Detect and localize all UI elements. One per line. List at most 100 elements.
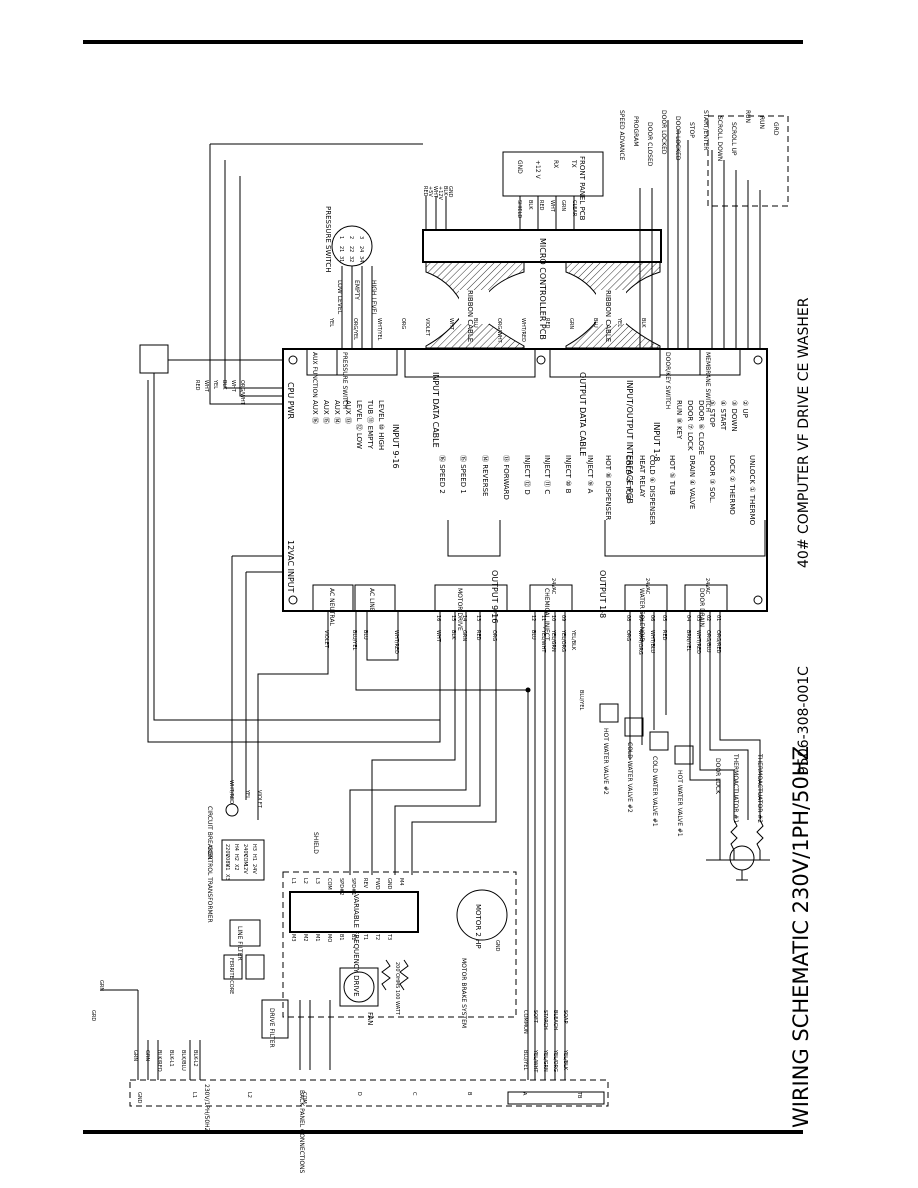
front-panel-pcb xyxy=(502,151,604,197)
misc-wire-label: YEL xyxy=(244,789,250,799)
transformer-terminal: X2 xyxy=(233,864,239,871)
cpu-wire-label: YEL xyxy=(212,379,218,389)
ground-label: GRN xyxy=(98,980,104,991)
chem-common-label: BLEACH xyxy=(552,1010,558,1030)
vfd-terminal: T1 xyxy=(362,933,368,940)
cpu-wire-label: RED xyxy=(194,380,200,391)
input-wire-label: WHT xyxy=(448,318,454,331)
ribbon-cable-label-output: RIBBON CABLE xyxy=(604,290,612,342)
input-wire-label: YEL xyxy=(328,317,334,327)
pcb-mount-hole xyxy=(753,595,763,605)
circuit-breaker-label: CIRCUIT BREAKER xyxy=(206,806,213,860)
pressure-terminal: 22 xyxy=(348,246,354,252)
junction-dot xyxy=(525,687,531,693)
pressure-terminal: 32 xyxy=(348,256,354,262)
micro-controller-pcb xyxy=(422,229,662,263)
pcb-mount-hole xyxy=(753,355,763,365)
input-wire-label: GRN xyxy=(568,318,574,329)
output-wire-label: ORG xyxy=(625,630,631,641)
vfd-terminal: T3 xyxy=(386,933,392,940)
vfd-terminal: M4 xyxy=(398,878,404,886)
input-point: ④ START xyxy=(719,400,727,431)
input-wire-label: ORG/WHT xyxy=(496,318,502,344)
transformer-terminal: X1 xyxy=(224,864,230,871)
aux-relay xyxy=(139,344,169,374)
12vac-input-wires xyxy=(231,555,283,800)
hot-water-valve-2 xyxy=(599,703,619,723)
voltage-label: 24VAC xyxy=(550,578,556,595)
output-wire-label: WHT/RED xyxy=(393,630,399,654)
input-wire-label: BLU xyxy=(592,318,598,328)
cpu-power-wire xyxy=(209,143,423,405)
front-panel-leads xyxy=(519,196,575,230)
pressure-switch-connector xyxy=(336,348,398,376)
vfd-terminal: REV xyxy=(362,878,368,889)
micro-pcb-title: MICRO CONTROLLER PCB xyxy=(538,238,547,340)
misc-wire-label: WHT/RED xyxy=(228,780,234,804)
input-data-cable-connector xyxy=(404,348,536,378)
switch-label: GRD xyxy=(772,122,779,136)
drive-input-wires xyxy=(299,1000,331,1070)
fan xyxy=(339,967,379,1007)
hot-water-valve-2-label: HOT WATER VALVE #2 xyxy=(602,728,609,795)
back-panel-terminal: L2 xyxy=(246,1092,252,1098)
input-point: DOOR ⑥ CLOSE xyxy=(697,400,705,455)
pcb-mount-hole xyxy=(536,355,546,365)
output-point: COLD ⑥ DISPENSER xyxy=(648,455,656,525)
pressure-level-label: EMPTY xyxy=(353,280,360,300)
vfd-terminal: SPD#2 xyxy=(338,878,344,895)
pressure-switch-leads xyxy=(341,266,373,349)
motor xyxy=(456,889,508,941)
pin-label: 05 xyxy=(661,615,667,621)
switch-label: SCROLL UP xyxy=(730,122,737,156)
drain-ground xyxy=(736,870,748,881)
door-lock-label: DOOR LOCK xyxy=(714,758,721,795)
right-connector-label: AC LINE xyxy=(368,588,375,612)
cpu-wire-label: ORG/WHT xyxy=(239,380,245,406)
12vac-input-label: 12VAC INPUT xyxy=(286,540,295,593)
right-connector-label: CHEMICAL INJECT xyxy=(543,588,550,641)
pin-label: 15 xyxy=(450,615,456,621)
front-panel-wire: WHT xyxy=(549,200,555,213)
motor-drive-wire-14 xyxy=(349,611,467,875)
pin-label: 11 xyxy=(540,615,546,621)
output-wire-label: BLK xyxy=(450,630,456,640)
pin-label: 04 xyxy=(685,615,691,621)
thermoactuator-resistors xyxy=(730,819,764,851)
input-point: LEVEL ⑫ LOW xyxy=(355,400,363,449)
voltage-label: 24VAC xyxy=(704,578,710,595)
pressure-terminal: 24 xyxy=(358,246,364,252)
supply-wire-label: BLK/BLU xyxy=(180,1050,186,1071)
pin-label: 13 xyxy=(475,615,481,621)
front-panel-pin: TX xyxy=(570,159,577,168)
cold-water-valve-2 xyxy=(624,717,644,737)
motor-drive-wire-16 xyxy=(147,380,441,743)
output-wire-label: YEL/ORG xyxy=(560,629,566,652)
bottom-rule xyxy=(83,1130,803,1134)
input-point: AUX ⑮ xyxy=(322,400,330,424)
front-panel-wire: GRN xyxy=(560,200,566,211)
output-wire-label: WHT/RED xyxy=(695,630,701,654)
pin-label: 03 xyxy=(695,615,701,621)
supply-wire-label: BLK-L1 xyxy=(168,1050,174,1067)
output-point: INJECT ⑪ C xyxy=(543,455,551,494)
water-solenoid-connector xyxy=(624,584,668,612)
output-1-8-bracket xyxy=(604,520,766,557)
back-panel-terminal: B xyxy=(466,1092,472,1096)
cold-water-valve-2-label: COLD WATER VALVE #2 xyxy=(626,742,633,813)
output-wire-label: BLU xyxy=(530,630,536,640)
output-wire-label: RED xyxy=(661,630,667,641)
drive-filter xyxy=(261,999,289,1039)
neutral-wire xyxy=(257,611,329,820)
cold-water-valve-1 xyxy=(649,731,669,751)
cpu-pwr-label: CPU PWR xyxy=(286,382,295,420)
input-1-8-label: INPUT 1-8 xyxy=(652,422,661,462)
input-point: RUN ⑧ KEY xyxy=(675,400,683,440)
line-wires xyxy=(355,611,528,691)
motor-drive-wire-13 xyxy=(394,611,481,875)
transformer-terminal: H4 xyxy=(233,844,239,851)
